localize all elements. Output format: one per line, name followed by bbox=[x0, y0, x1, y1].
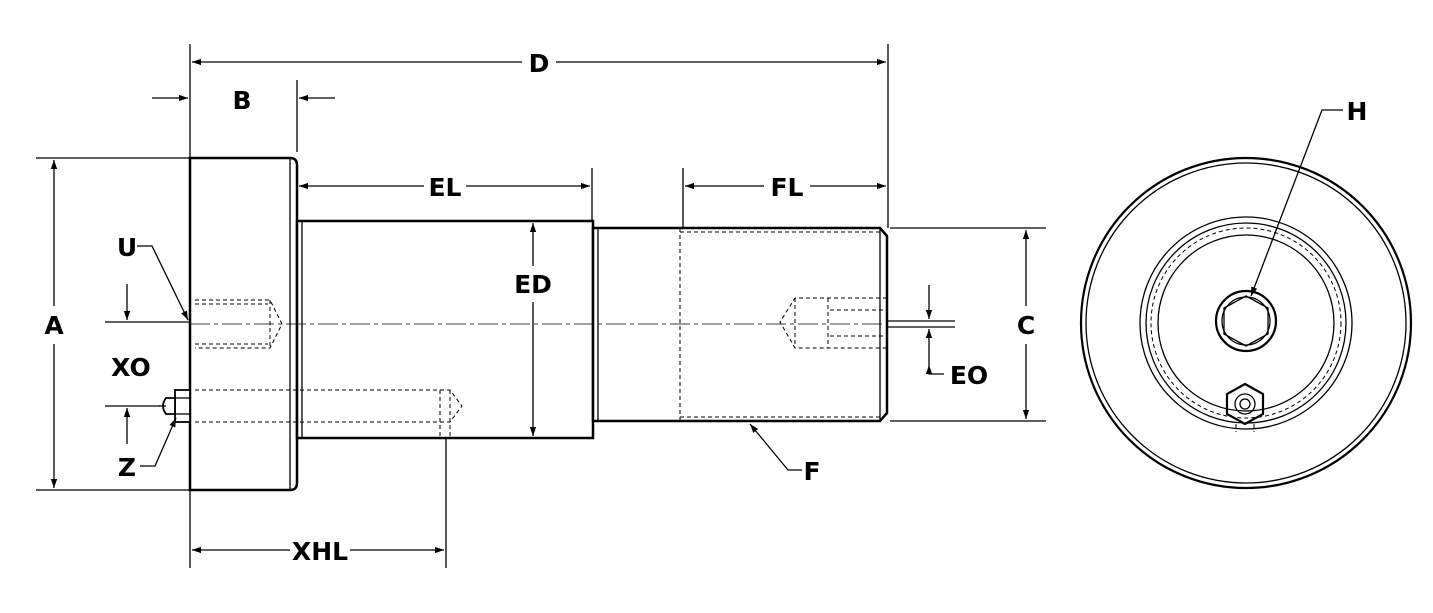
dim-fl-label: FL bbox=[770, 173, 803, 202]
head-flange bbox=[188, 156, 299, 492]
fitting-z-label: Z bbox=[118, 453, 136, 482]
side-view bbox=[159, 156, 889, 492]
surface-f-label: F bbox=[803, 457, 820, 486]
dim-b-label: B bbox=[232, 86, 251, 115]
end-view bbox=[1079, 156, 1413, 490]
hex-socket bbox=[1214, 289, 1278, 353]
dim-ed-label: ED bbox=[514, 270, 552, 299]
dimensions: D B EL FL A ED C XO U bbox=[36, 44, 1367, 568]
shank bbox=[591, 226, 889, 423]
end-view-fitting bbox=[1225, 382, 1265, 432]
dim-xo-label: XO bbox=[111, 353, 151, 382]
dim-eo-label: EO bbox=[950, 361, 988, 390]
eo-hole-hidden bbox=[779, 297, 887, 349]
dim-a-label: A bbox=[44, 311, 64, 340]
dim-el-label: EL bbox=[428, 173, 461, 202]
dim-d-label: D bbox=[529, 49, 550, 78]
hex-h-label: H bbox=[1347, 97, 1368, 126]
grease-fitting bbox=[159, 389, 191, 423]
outer-ring bbox=[1079, 156, 1413, 490]
lube-passage-hidden bbox=[195, 389, 463, 423]
dim-xhl-label: XHL bbox=[292, 537, 348, 566]
stud-body bbox=[295, 219, 595, 440]
thread-u-label: U bbox=[117, 233, 137, 262]
dim-c-label: C bbox=[1017, 311, 1035, 340]
u-hole-hidden bbox=[195, 299, 283, 349]
